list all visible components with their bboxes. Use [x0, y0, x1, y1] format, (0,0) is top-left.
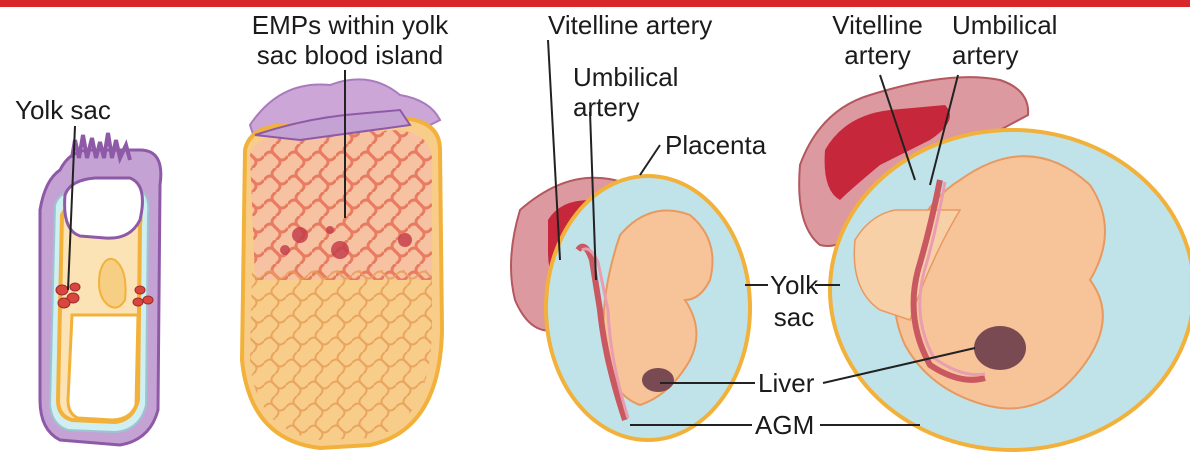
- label-vitelline-right-line1: Vitelline: [820, 10, 935, 40]
- label-yolk-line2: sac: [770, 302, 818, 332]
- label-agm: AGM: [755, 410, 814, 440]
- label-emps-line1: EMPs within yolk: [245, 10, 455, 40]
- label-yolk-sac-left: Yolk sac: [15, 95, 111, 125]
- late-embryo-panel: [799, 75, 1190, 450]
- label-vitelline-right-line2: artery: [820, 40, 935, 70]
- label-umbilical-mid-line2: artery: [573, 92, 639, 122]
- label-emps-line2: sac blood island: [245, 40, 455, 70]
- label-placenta: Placenta: [665, 130, 766, 160]
- label-vitelline-artery-mid: Vitelline artery: [548, 10, 712, 40]
- label-umbilical-right-line2: artery: [952, 40, 1018, 70]
- placenta-leader: [640, 145, 660, 175]
- label-umbilical-right-line1: Umbilical: [952, 10, 1057, 40]
- label-yolk-line1: Yolk: [770, 270, 818, 300]
- label-umbilical-mid-line1: Umbilical: [573, 62, 678, 92]
- early-embryo-panel: [40, 133, 161, 445]
- label-liver: Liver: [758, 368, 814, 398]
- blood-island-panel: [242, 70, 442, 448]
